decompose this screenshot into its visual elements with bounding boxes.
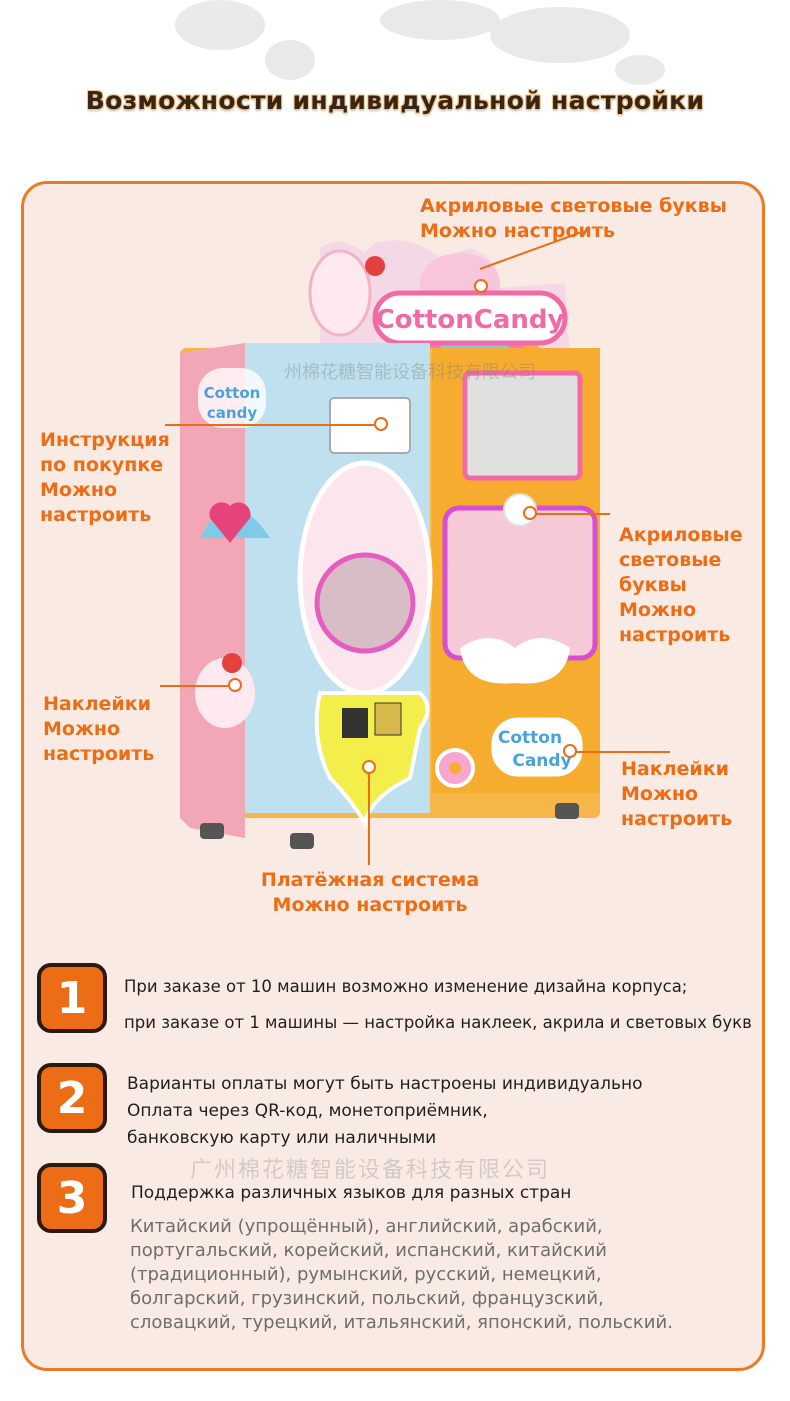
callout-line-instruction — [165, 424, 380, 426]
callout-dot-top — [474, 279, 488, 293]
feature-number-badge: 1 — [37, 963, 107, 1033]
feature-3-text: Поддержка различных языков для разных ст… — [131, 1180, 751, 1207]
callout-text: Наклейки — [43, 693, 151, 715]
language-line: словацкий, турецкий, итальянский, японск… — [130, 1312, 673, 1333]
feature-line: Поддержка различных языков для разных ст… — [131, 1183, 572, 1203]
callout-dot-stickers-right — [563, 744, 577, 758]
callout-dot-right-acrylic — [523, 506, 537, 520]
language-line: Китайский (упрощённый), английский, араб… — [130, 1216, 603, 1237]
callout-instruction: Инструкция по покупке Можно настроить — [40, 428, 170, 528]
callout-dot-payment — [362, 760, 376, 774]
svg-text:Candy: Candy — [512, 751, 571, 771]
callout-text: Можно — [621, 783, 699, 805]
svg-text:州棉花糖智能设备科技有限公司: 州棉花糖智能设备科技有限公司 — [284, 362, 536, 383]
callout-text: настроить — [40, 504, 152, 526]
callout-text: Можно — [43, 718, 121, 740]
world-map-background — [175, 0, 665, 85]
feature-line: банковскую карту или наличными — [127, 1128, 437, 1148]
feature-2-text: Варианты оплаты могут быть настроены инд… — [127, 1071, 757, 1152]
callout-text: Можно настроить — [420, 220, 615, 242]
feature-line: при заказе от 1 машины — настройка накле… — [124, 1013, 752, 1032]
language-line: португальский, корейский, испанский, кит… — [130, 1240, 607, 1261]
callout-text: Акриловые — [619, 524, 743, 546]
callout-line-right-acrylic — [530, 513, 610, 515]
callout-line-payment — [368, 765, 370, 865]
feature-line: При заказе от 10 машин возможно изменени… — [124, 977, 688, 996]
watermark-text: 广州棉花糖智能设备科技有限公司 — [190, 1158, 551, 1183]
callout-dot-stickers-left — [228, 678, 242, 692]
callout-right-acrylic: Акриловые световые буквы Можно настроить — [619, 523, 743, 648]
callout-text: Инструкция — [40, 429, 170, 451]
callout-text: Можно — [40, 479, 118, 501]
feature-number-badge: 3 — [37, 1163, 107, 1233]
callout-text: настроить — [619, 624, 731, 646]
callout-text: настроить — [43, 743, 155, 765]
callout-text: буквы — [619, 574, 687, 596]
callout-text: Можно настроить — [272, 894, 468, 916]
callout-stickers-right: Наклейки Можно настроить — [621, 757, 732, 832]
svg-text:Cotton: Cotton — [498, 728, 562, 748]
callout-line-stickers-right — [570, 751, 670, 753]
svg-text:Cotton: Cotton — [204, 384, 261, 402]
svg-text:candy: candy — [207, 404, 257, 422]
callout-text: Акриловые световые буквы — [420, 195, 727, 217]
callout-text: настроить — [621, 808, 733, 830]
callout-text: Платёжная система — [260, 869, 480, 891]
svg-text:CottonCandy: CottonCandy — [376, 305, 565, 335]
feature-line: Варианты оплаты могут быть настроены инд… — [127, 1074, 643, 1094]
callout-top-acrylic: Акриловые световые буквы Можно настроить — [420, 194, 727, 244]
callout-line-stickers-left — [160, 685, 235, 687]
callout-dot-instruction — [374, 417, 388, 431]
callout-stickers-left: Наклейки Можно настроить — [43, 692, 154, 767]
callout-text: по покупке — [40, 454, 164, 476]
callout-text: Наклейки — [621, 758, 729, 780]
top-sign: CottonCandy — [308, 240, 570, 358]
language-line: (традиционный), румынский, русский, неме… — [130, 1264, 602, 1285]
supported-languages-list: Китайский (упрощённый), английский, араб… — [130, 1215, 760, 1335]
callout-payment: Платёжная система Можно настроить — [220, 868, 520, 918]
page-title: Возможности индивидуальной настройки — [85, 86, 705, 115]
feature-line: Оплата через QR-код, монетоприёмник, — [127, 1101, 488, 1121]
cotton-candy-machine-image: CottonCandy Cotton candy Cotton Candy 州棉… — [180, 240, 600, 849]
feature-number-badge: 2 — [37, 1063, 107, 1133]
callout-text: Можно — [619, 599, 697, 621]
language-line: болгарский, грузинский, польский, францу… — [130, 1288, 604, 1309]
callout-text: световые — [619, 549, 722, 571]
feature-1-text: При заказе от 10 машин возможно изменени… — [124, 973, 764, 1036]
